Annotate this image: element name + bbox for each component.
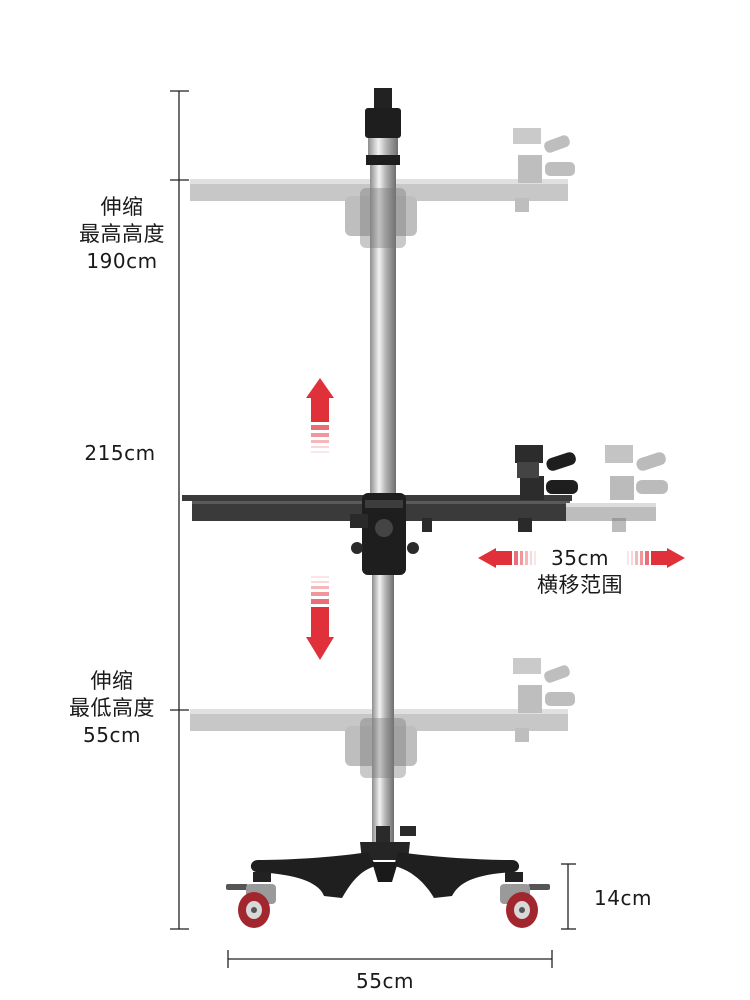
right-arrow-icon [627, 548, 685, 568]
min-height-label: 伸缩 最低高度 55cm [52, 668, 172, 749]
camera-head-icon [515, 445, 578, 500]
ghost-camera-head-icon [513, 128, 575, 183]
center-pole [365, 88, 401, 850]
min-height-line1: 伸缩 [90, 669, 134, 693]
up-arrow-icon [306, 378, 334, 453]
total-height-dimension [170, 90, 189, 930]
shift-range-caption: 横移范围 [537, 573, 623, 597]
max-height-line1: 伸缩 [100, 195, 144, 219]
down-arrow-icon [306, 576, 334, 660]
base-width-dimension [227, 950, 553, 968]
base-height-dimension [561, 863, 576, 930]
max-height-label: 伸缩 最高高度 190cm [62, 194, 182, 275]
base-width-label: 55cm [356, 969, 414, 993]
max-height-value: 190cm [86, 249, 158, 273]
min-height-line2: 最低高度 [69, 696, 155, 720]
left-arrow-icon [478, 548, 536, 568]
min-height-value: 55cm [83, 723, 141, 747]
ghost-pole-clamp-bottom [360, 718, 406, 778]
base-height-label: 14cm [594, 886, 652, 910]
total-height-label: 215cm [84, 441, 156, 465]
tripod-base [250, 826, 520, 898]
max-height-line2: 最高高度 [79, 222, 165, 246]
shift-range-value: 35cm [551, 546, 609, 570]
caster-wheel-right [500, 872, 550, 928]
main-arm [182, 493, 656, 575]
shift-range-label: 35cm 横移范围 [520, 545, 640, 599]
shifted-camera-head-icon [605, 445, 668, 532]
ghost-camera-head-icon [513, 658, 575, 713]
ghost-pole-clamp-top [360, 188, 406, 248]
caster-wheel-left [226, 872, 276, 928]
